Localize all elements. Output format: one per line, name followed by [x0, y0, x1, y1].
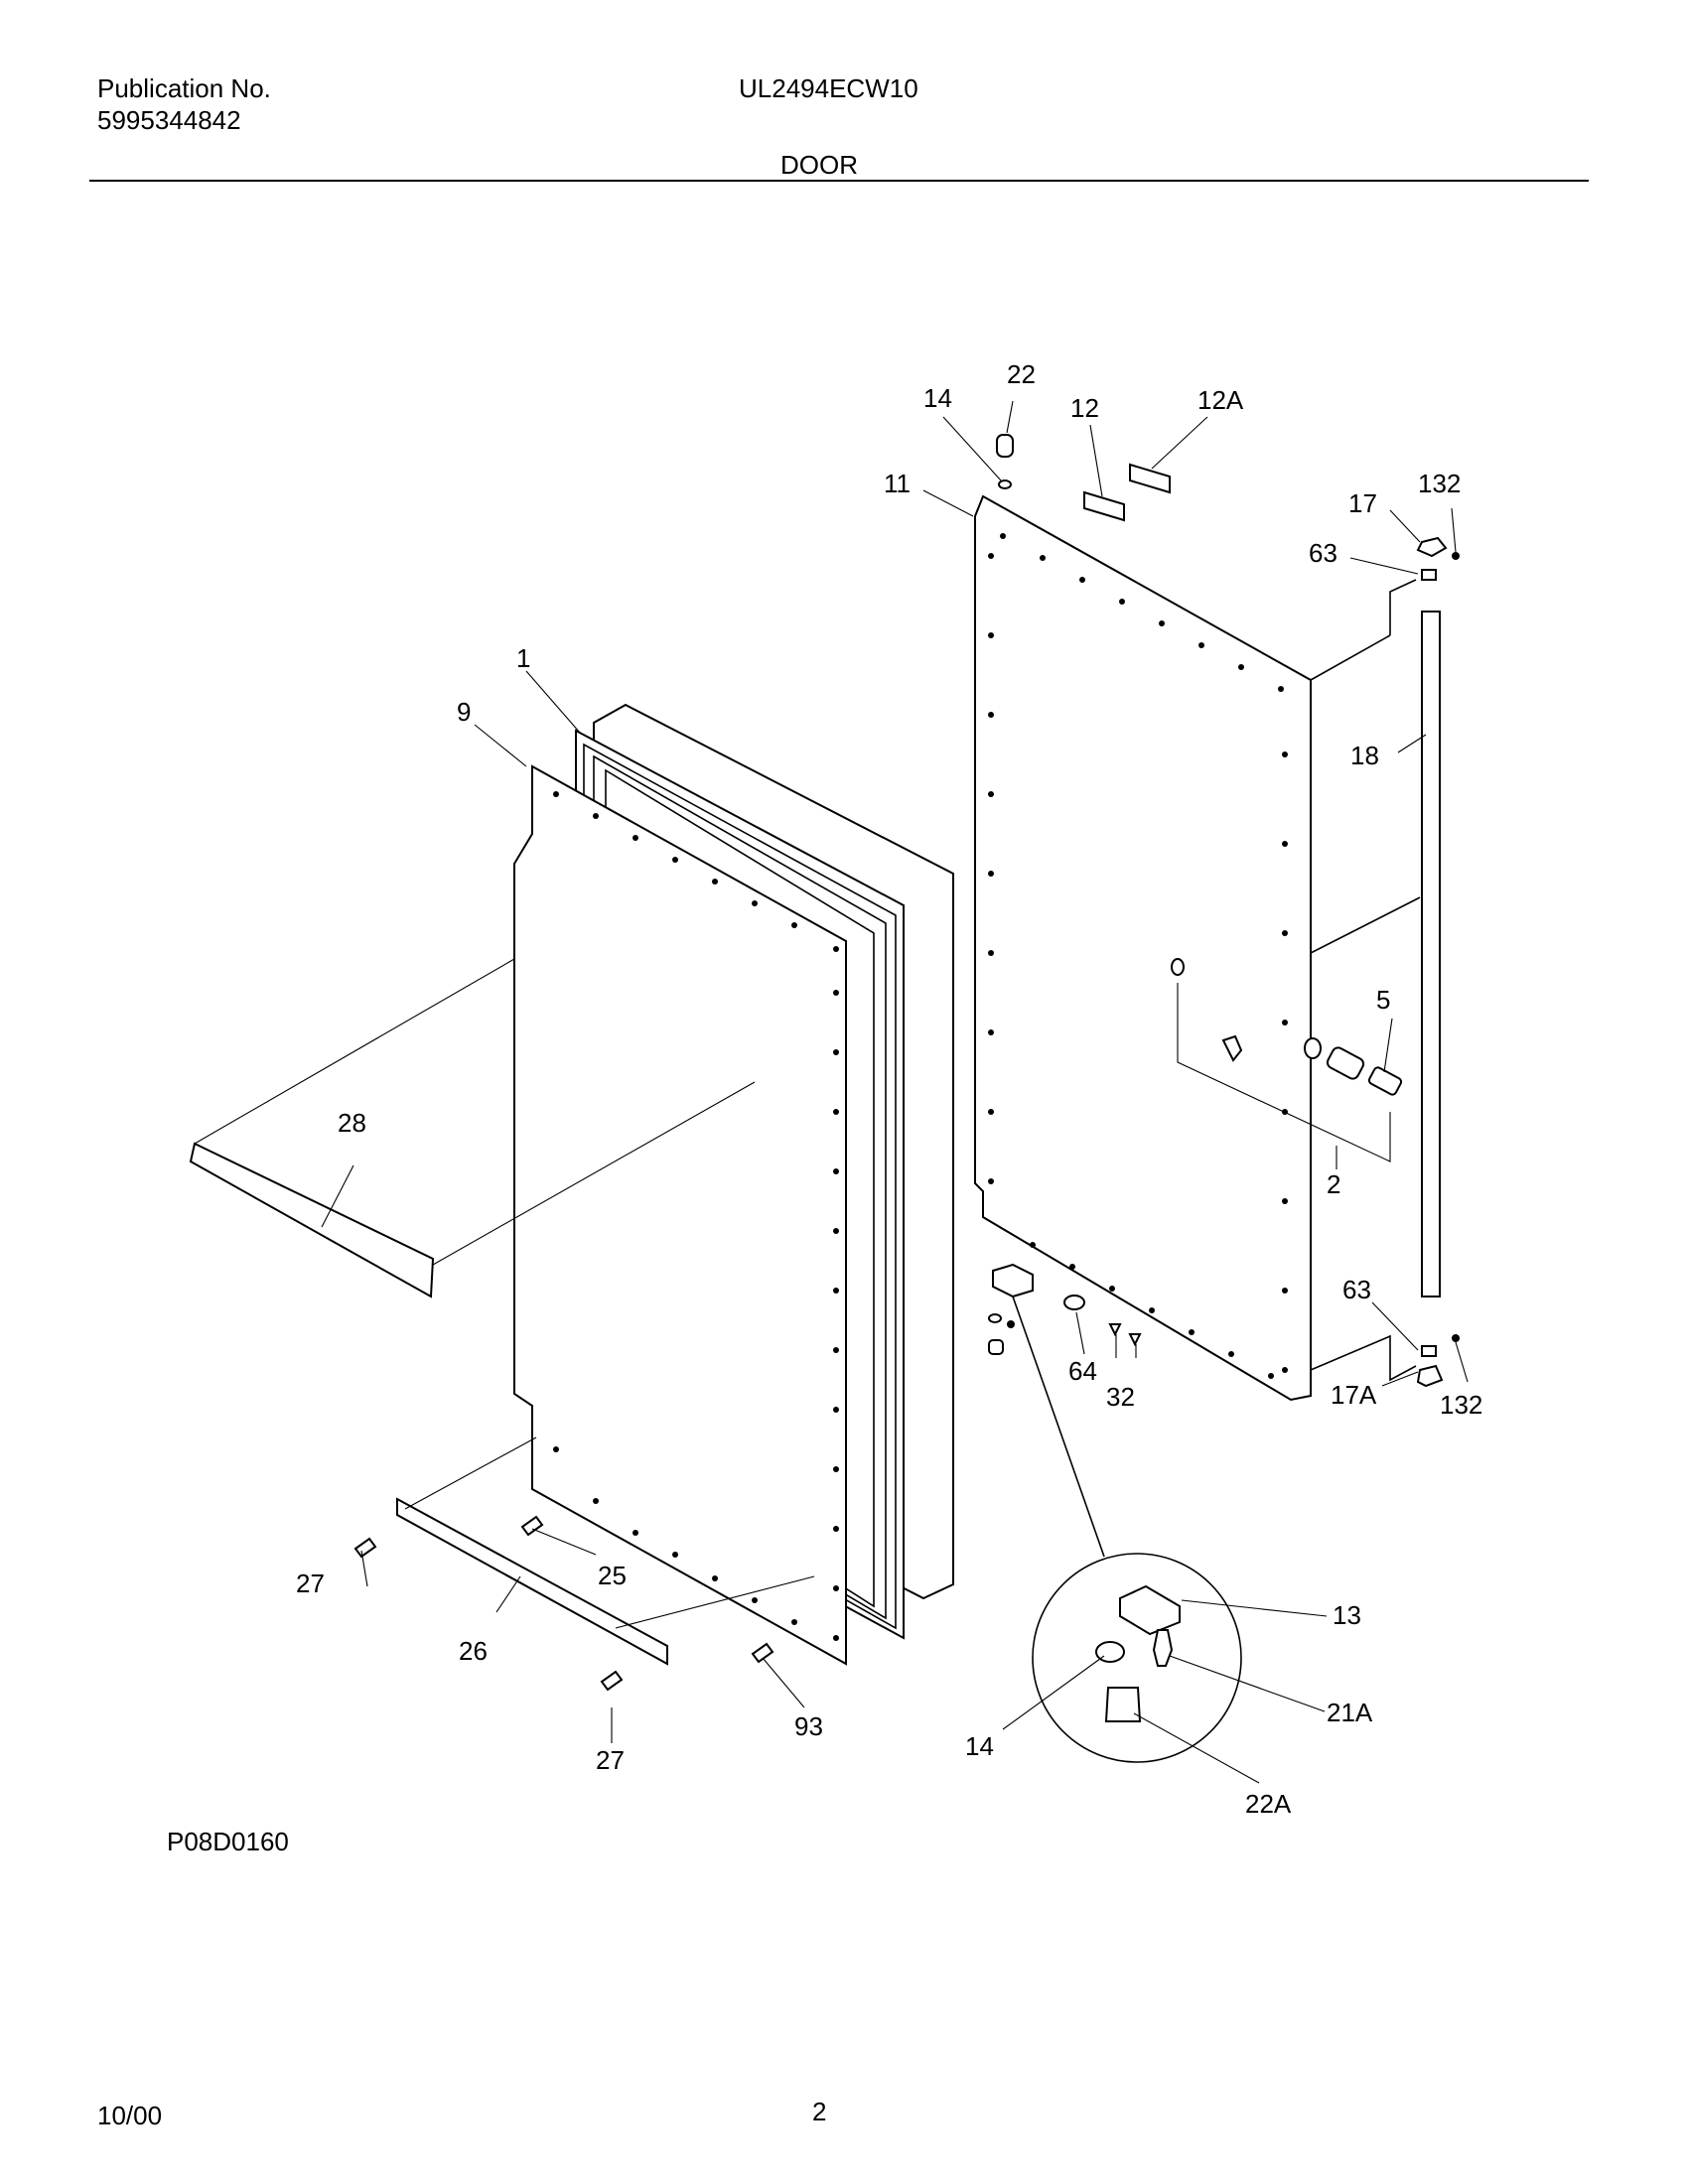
plug-64 [1063, 1295, 1085, 1310]
kick-plate [189, 1142, 435, 1298]
callout-27-left: 27 [296, 1569, 325, 1598]
callout-14-top: 14 [923, 383, 952, 413]
latch-assembly [1171, 958, 1403, 1162]
detail-magnifier [1032, 1553, 1242, 1763]
screws [353, 1515, 774, 1692]
callout-5: 5 [1376, 985, 1390, 1015]
detail-bushing [1104, 1687, 1142, 1722]
hinge-bracket-top [1421, 569, 1437, 581]
label-12 [1083, 490, 1125, 522]
section-title: DOOR [780, 150, 858, 180]
callout-26: 26 [459, 1636, 488, 1666]
callout-12: 12 [1070, 393, 1099, 423]
hinge-cap-bottom [1416, 1364, 1444, 1388]
model-number: UL2494ECW10 [739, 73, 918, 103]
callout-21a: 21A [1327, 1698, 1373, 1727]
callout-93: 93 [794, 1711, 823, 1741]
callout-13: 13 [1333, 1600, 1361, 1630]
outer-panel-holes [988, 533, 1288, 1379]
callout-132-bottom: 132 [1440, 1390, 1482, 1420]
callout-63-bottom: 63 [1342, 1275, 1371, 1304]
callout-12a: 12A [1197, 385, 1244, 415]
callout-22a: 22A [1245, 1789, 1292, 1819]
publication-number: 5995344842 [97, 105, 241, 135]
label-12a [1129, 463, 1171, 494]
revision-date: 10/00 [97, 2101, 163, 2130]
callout-32: 32 [1106, 1382, 1135, 1412]
callout-64: 64 [1068, 1356, 1097, 1386]
callout-25: 25 [598, 1561, 627, 1590]
callout-17a: 17A [1331, 1380, 1377, 1410]
bottom-rail [396, 1497, 668, 1666]
callout-63-top: 63 [1309, 538, 1337, 568]
publication-label: Publication No. [97, 73, 271, 103]
leader-lines [321, 400, 1469, 1784]
page-number: 2 [812, 2097, 827, 2126]
hinge-bracket-bottom [1421, 1345, 1437, 1357]
callout-1: 1 [516, 643, 530, 673]
top-washer [998, 479, 1012, 489]
callout-22: 22 [1007, 359, 1036, 389]
callout-14-detail: 14 [965, 1731, 994, 1761]
callout-11: 11 [884, 469, 911, 498]
diagram-code: P08D0160 [167, 1827, 289, 1856]
callout-2: 2 [1327, 1169, 1340, 1199]
hinge-cap-top [1416, 536, 1448, 558]
callout-28: 28 [338, 1108, 366, 1138]
top-bushing [996, 434, 1014, 458]
door-liner [513, 764, 847, 1666]
outer-door-panel [974, 494, 1312, 1402]
detail-hinge-plate [1119, 1584, 1181, 1636]
callout-17: 17 [1348, 488, 1377, 518]
detail-pin [1152, 1629, 1174, 1667]
callout-18: 18 [1350, 741, 1379, 770]
callout-9: 9 [457, 697, 471, 727]
header-divider [89, 180, 1589, 182]
callout-132-top: 132 [1418, 469, 1461, 498]
liner-holes [553, 791, 839, 1641]
callout-27-bottom: 27 [596, 1745, 625, 1775]
hinge-rod [1421, 611, 1441, 1297]
bottom-hinge-plate [992, 1263, 1034, 1298]
